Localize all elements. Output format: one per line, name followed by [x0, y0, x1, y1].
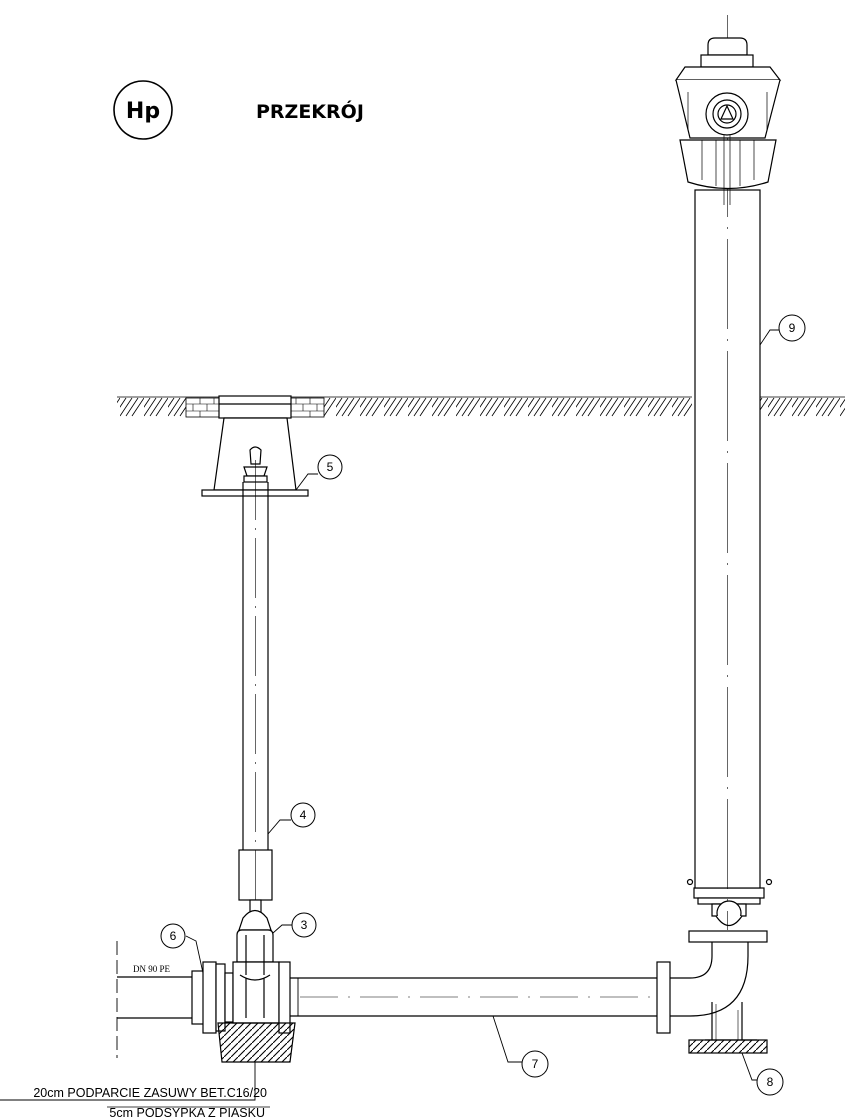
callout-3: 3: [291, 912, 317, 938]
valve-spindle-extension: [238, 446, 273, 928]
svg-text:3: 3: [301, 918, 308, 932]
gate-valve: [232, 909, 291, 1034]
main-pipe: [290, 961, 671, 1034]
callout-6: 6: [160, 923, 186, 949]
callout-5: 5: [317, 454, 343, 480]
svg-text:6: 6: [170, 929, 177, 943]
duckfoot-bend: [670, 930, 768, 1054]
svg-text:5: 5: [327, 460, 334, 474]
callout-7: 7: [521, 1050, 549, 1078]
sand-note: 5cm PODSYPKA Z PIASKU: [109, 1106, 265, 1120]
callout-9: 9: [778, 314, 806, 342]
callout-8: 8: [756, 1068, 784, 1096]
foundation-notes: 20cm PODPARCIE ZASUWY BET.C16/20 5cm POD…: [0, 1062, 270, 1120]
inlet-pipe-dn90: [116, 941, 203, 1058]
svg-text:9: 9: [789, 321, 796, 335]
callout-4: 4: [290, 802, 316, 828]
svg-text:8: 8: [767, 1075, 774, 1089]
flange-adapter: [191, 961, 234, 1034]
svg-text:4: 4: [300, 808, 307, 822]
sheet-label: Hp: [126, 99, 160, 124]
concrete-support: [217, 1022, 296, 1063]
hydrant-drain-valve: [686, 878, 773, 927]
pipe-label: DN 90 PE: [133, 964, 171, 974]
callout-leaders: [185, 329, 780, 1081]
hydrant-head: [674, 37, 782, 205]
support-note: 20cm PODPARCIE ZASUWY BET.C16/20: [33, 1086, 267, 1100]
drawing-title: PRZEKRÓJ: [256, 99, 364, 123]
sheet-label-badge: Hp: [113, 80, 173, 140]
svg-text:7: 7: [532, 1057, 539, 1071]
